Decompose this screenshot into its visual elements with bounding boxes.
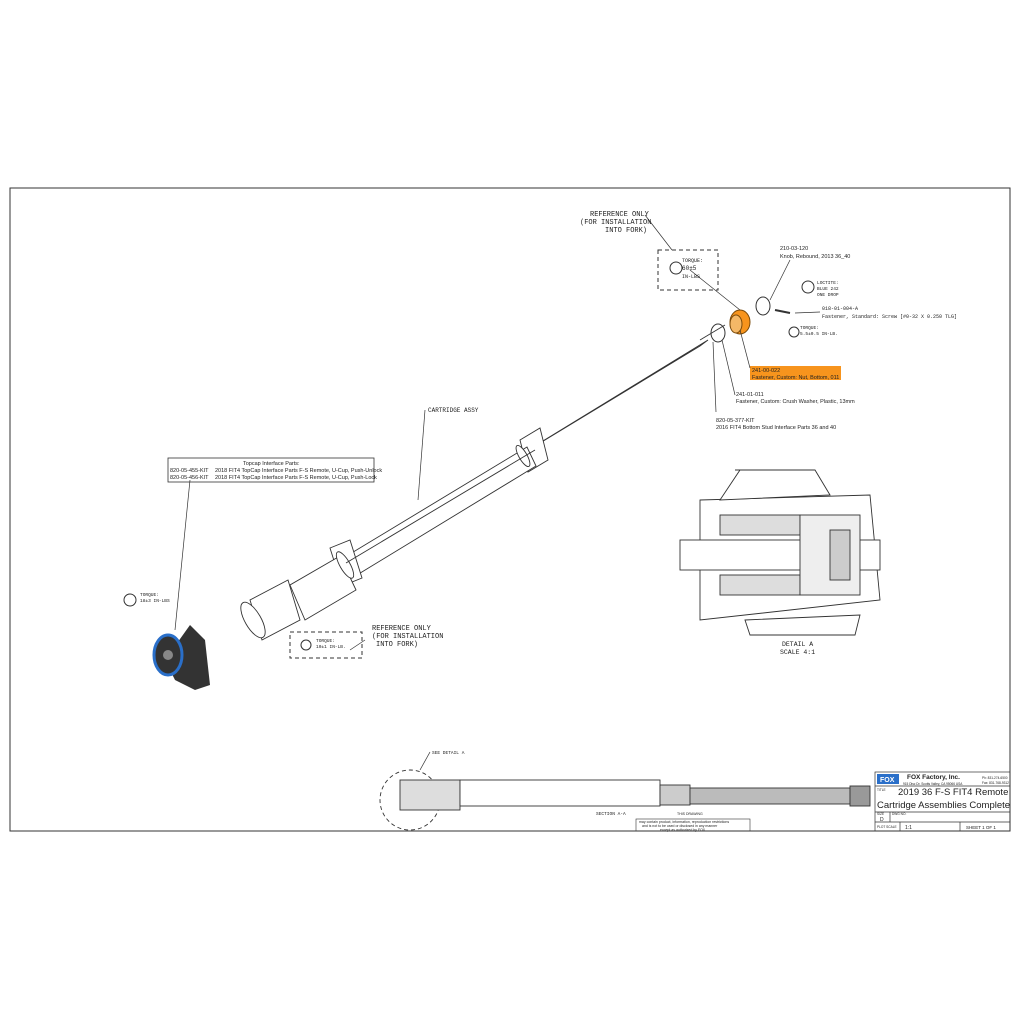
knob-desc: Knob, Rebound, 2013 36_40	[780, 254, 850, 260]
torque-icon-topcap	[123, 593, 137, 607]
topcap-row1-desc: 2018 FIT4 TopCap Interface Parts F-S Rem…	[215, 468, 382, 474]
loctite-line1: LOCTITE:	[817, 280, 839, 286]
company-phone: Ph: 831-274-6500	[982, 776, 1008, 780]
size-value: D	[880, 817, 884, 823]
torque-bottom-label: TORQUE:	[316, 638, 335, 644]
ref-top-line3: INTO FORK)	[605, 227, 647, 235]
topcap-row2-pn: 820-05-456-KIT	[170, 475, 209, 481]
highlight-nut-box	[750, 366, 841, 380]
section-a-a-view	[379, 769, 871, 831]
company-address: 915 Disc Dr. Scotts Valley, CA 95066 USA	[903, 782, 963, 786]
torque-top-unit: IN-LBS	[682, 274, 700, 280]
notice-line2: may contain product, information, reprod…	[639, 820, 729, 824]
topcap-parts-box	[167, 457, 375, 483]
ref-top-line2: (FOR INSTALLATION	[580, 219, 651, 227]
plot-label: PLOT SCALE	[877, 825, 897, 829]
knob-pn: 210-03-120	[780, 246, 808, 252]
leader-lines	[174, 214, 821, 771]
topcap-row1-pn: 820-05-455-KIT	[170, 468, 209, 474]
company-fax: Fax: 831-768-9312	[982, 781, 1009, 785]
topcap-title: Topcap Interface Parts:	[243, 461, 300, 467]
fox-logo-text: FOX	[880, 777, 895, 784]
cartridge-label: CARTRIDGE ASSY	[428, 407, 479, 414]
bottom-stud-parts	[710, 296, 791, 343]
detail-line1: DETAIL A	[782, 641, 813, 648]
size-label: SIZE	[877, 812, 884, 816]
notice-line1: THIS DRAWING	[677, 812, 703, 816]
company-name: FOX Factory, Inc.	[907, 774, 960, 781]
title-line1: 2019 36 F-S FIT4 Remote	[898, 787, 1008, 798]
ref-bottom-line3: INTO FORK)	[376, 641, 418, 649]
dwg-label: DWG NO.	[892, 812, 906, 816]
title-line2: Cartridge Assemblies Complete	[877, 800, 1010, 811]
torque-screw-value: 5.5±0.5 IN-LB.	[800, 331, 838, 337]
ref-bottom-line2: (FOR INSTALLATION	[372, 633, 443, 641]
screw-desc: Fastener, Standard: Screw [#0-32 X 0.250…	[822, 314, 957, 320]
notice-line3: and is not to be used or disclosed in an…	[642, 824, 718, 828]
torque-topcap-value: 18±3 IN-LBS	[140, 598, 170, 604]
title-block	[874, 771, 1011, 832]
torque-icon-bottom	[300, 639, 312, 651]
washer-desc: Fastener, Custom: Crush Washer, Plastic,…	[736, 399, 855, 405]
ref-bottom-line1: REFERENCE ONLY	[372, 625, 432, 633]
torque-bottom-value: 10±1 IN-LB.	[316, 644, 346, 650]
cartridge-assembly	[240, 324, 726, 641]
torque-screw-label: TORQUE:	[800, 325, 819, 331]
screw-pn: 018-01-004-A	[822, 306, 858, 312]
title-label: TITLE	[877, 788, 886, 792]
see-detail-label: SEE DETAIL A	[432, 750, 465, 756]
drawing-border	[9, 187, 1011, 832]
stud-kit-desc: 2016 FIT4 Bottom Stud Interface Parts 36…	[716, 425, 836, 431]
ref-top-line1: REFERENCE ONLY	[590, 211, 650, 219]
nut-pn: 241-00-022	[752, 368, 780, 374]
detail-a-section	[679, 469, 881, 636]
torque-top-label: TORQUE:	[682, 258, 703, 264]
torque-box-bottom	[289, 631, 363, 659]
washer-pn: 241-01-011	[736, 392, 764, 398]
loctite-line2: BLUE 242	[817, 286, 839, 292]
loctite-icon	[801, 280, 815, 294]
stud-kit-pn: 820-05-377-KIT	[716, 418, 755, 424]
detail-line2: SCALE 4:1	[780, 649, 815, 656]
topcap-part	[152, 625, 210, 690]
section-label: SECTION A-A	[596, 811, 626, 817]
sheet-label: SHEET 1 OF 1	[966, 825, 996, 830]
torque-topcap-label: TORQUE:	[140, 592, 159, 598]
fox-logo	[877, 774, 899, 784]
torque-icon-top	[669, 261, 683, 275]
loctite-line3: ONE DROP	[817, 292, 839, 298]
plot-value: 1:1	[905, 825, 912, 831]
torque-top-value: 60±5	[682, 265, 697, 272]
notice-box	[635, 818, 751, 832]
torque-box-top	[657, 249, 719, 291]
notice-line4: except as authorized by FOX	[660, 828, 706, 832]
topcap-row2-desc: 2018 FIT4 TopCap Interface Parts F-S Rem…	[215, 475, 377, 481]
torque-icon-screw	[788, 326, 800, 338]
nut-desc: Fastener, Custom: Nut, Bottom, 011	[752, 375, 839, 381]
